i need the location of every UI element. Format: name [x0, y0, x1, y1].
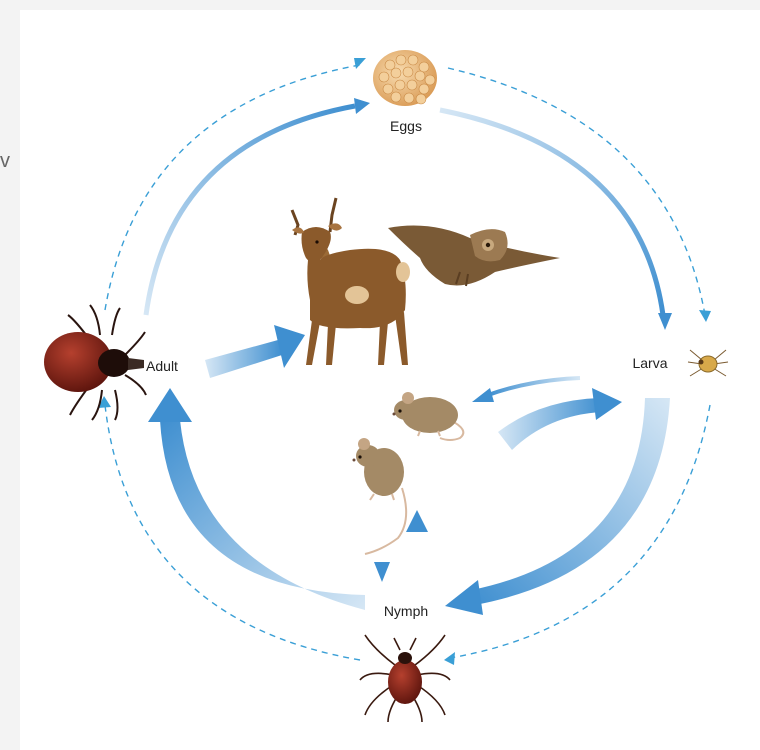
arrowhead-larva-top — [658, 313, 672, 330]
arrow-nymph-to-mouse — [406, 510, 428, 575]
label-nymph: Nymph — [384, 603, 428, 619]
arrow-mouse-to-larva — [498, 388, 622, 450]
arrow-eggs-to-larva — [440, 110, 663, 315]
mouse-icon-2 — [353, 438, 407, 554]
tick-life-cycle-diagram: Eggs Larva Nymph Adult — [20, 10, 760, 750]
dashed-arc-nymph-to-adult — [105, 405, 360, 660]
egg-cluster-icon — [373, 50, 437, 106]
label-eggs: Eggs — [390, 118, 422, 134]
adult-tick-icon — [44, 305, 146, 420]
dashed-arrowhead-nymph — [444, 652, 455, 665]
edge-text: v — [0, 150, 10, 173]
dashed-arc-larva-to-nymph — [450, 405, 710, 658]
arrow-larva-to-mouse — [472, 378, 580, 402]
nymph-tick-icon — [360, 635, 450, 722]
dashed-arrowhead-larva — [699, 310, 711, 322]
diagram-svg: Eggs Larva Nymph Adult — [20, 10, 760, 750]
larva-tick-icon — [688, 350, 728, 376]
arrow-larva-to-nymph — [472, 398, 670, 605]
arrow-nymph-to-adult — [160, 420, 365, 610]
dashed-arrowhead-eggs — [354, 58, 366, 69]
arrowhead-eggs-left — [354, 98, 370, 114]
arrowhead-nymph-right — [445, 580, 483, 615]
owl-icon — [388, 226, 560, 286]
arrow-adult-to-deer — [205, 325, 305, 378]
label-larva: Larva — [632, 355, 667, 371]
mouse-icon — [393, 392, 464, 440]
deer-icon — [292, 198, 410, 365]
arrowhead-adult-bottom — [148, 388, 192, 422]
dashed-arc-eggs-to-larva — [448, 68, 705, 315]
label-adult: Adult — [146, 358, 178, 374]
